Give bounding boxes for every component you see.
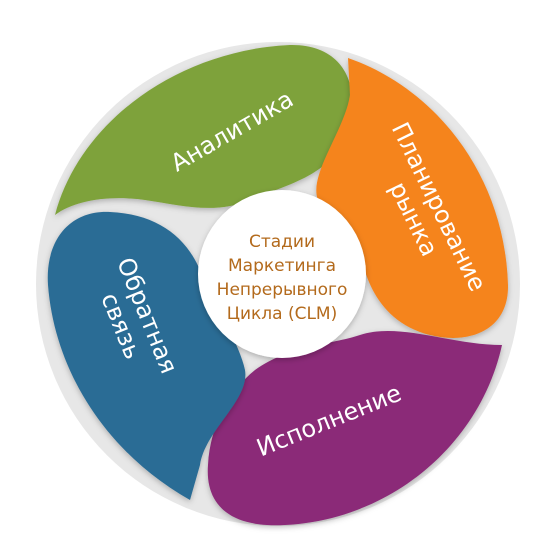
- center-title: Стадии Маркетинга Непрерывного Цикла (CL…: [217, 232, 348, 324]
- segment-feedback: [47, 211, 246, 500]
- center-line-1: Стадии: [249, 232, 315, 252]
- segment-execution: [207, 331, 502, 526]
- segment-analytics: [55, 44, 353, 215]
- center-circle: [198, 190, 366, 358]
- center-line-2: Маркетинга: [228, 256, 336, 276]
- center-line-4: Цикла (CLM): [227, 304, 337, 324]
- center-line-3: Непрерывного: [217, 280, 348, 300]
